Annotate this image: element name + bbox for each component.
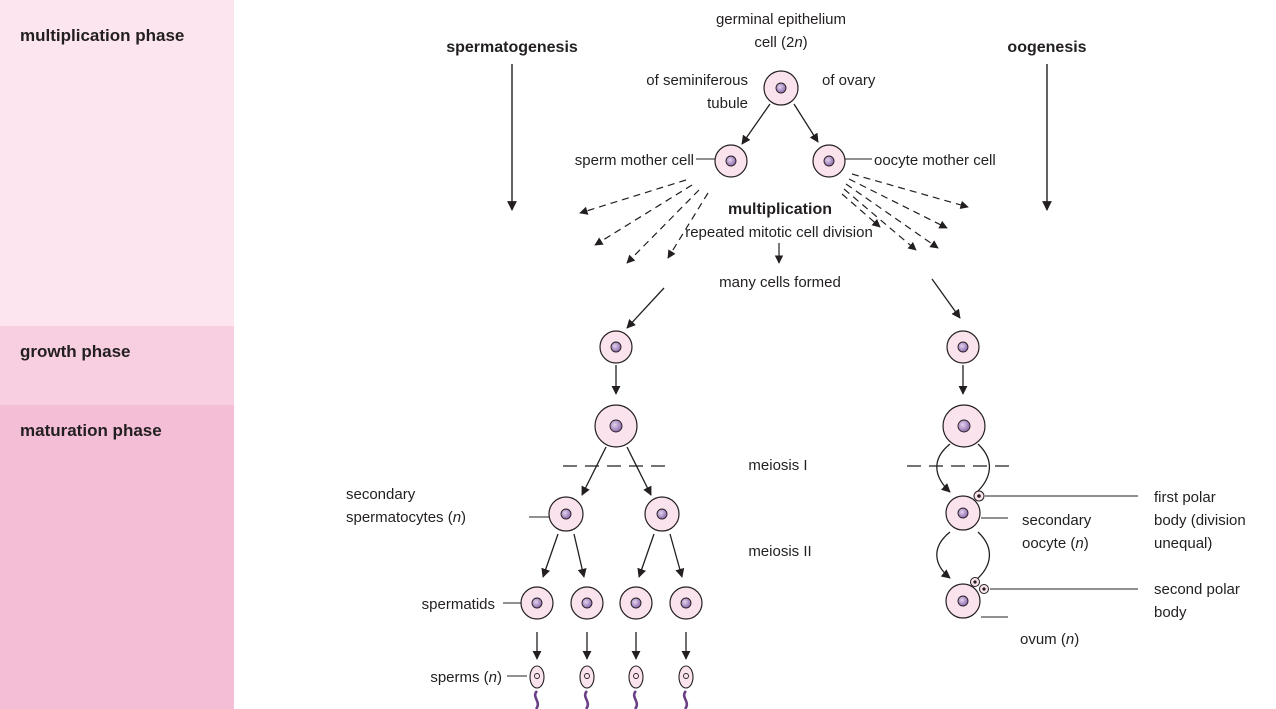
secondary-spermatocyte-right	[644, 496, 680, 532]
germinal-epithelium-label: germinal epithelium	[716, 11, 846, 28]
sperm-mother-label: sperm mother cell	[575, 152, 694, 169]
spermatid-3	[619, 586, 653, 620]
maturation-phase-band: maturation phase	[0, 405, 234, 709]
growth-phase-label: growth phase	[20, 342, 131, 361]
maturation-phase-label: maturation phase	[20, 421, 162, 440]
second-polar-label-2: body	[1154, 604, 1187, 621]
spermatogenesis-heading: spermatogenesis	[446, 39, 578, 56]
second-polar-body	[970, 577, 989, 594]
first-polar-label-3: unequal)	[1154, 535, 1212, 552]
sperm-1	[529, 665, 545, 709]
second-polar-label-1: second polar	[1154, 581, 1240, 598]
first-polar-label-2: body (division	[1154, 512, 1246, 529]
growth-phase-band: growth phase	[0, 326, 234, 405]
primary-oocyte	[942, 404, 986, 448]
arrow-to-oocyte-mother	[793, 103, 819, 143]
spermatid-1	[520, 586, 554, 620]
sperm-3	[628, 665, 644, 709]
secondary-spermatocyte-left	[548, 496, 584, 532]
oocyte-multiplication-fan	[841, 173, 969, 251]
sperm-multiplication-fan	[579, 179, 709, 264]
seminiferous-label-1: of seminiferous	[646, 72, 748, 89]
arrow-to-sperm-mother	[741, 103, 771, 145]
meiosis-1-label: meiosis I	[748, 457, 807, 474]
sperms-label: sperms (n)	[430, 669, 502, 686]
secondary-oocyte-label-2: oocyte (n)	[1022, 535, 1089, 552]
many-cells-label: many cells formed	[719, 274, 841, 291]
secondary-oocyte	[945, 495, 981, 531]
sperm-growth-cell	[599, 330, 633, 364]
sperm-mother-cell	[714, 144, 748, 178]
first-polar-label-1: first polar	[1154, 489, 1216, 506]
arrow-to-sperm-growth	[626, 287, 665, 329]
germinal-cell-label: cell (2n)	[754, 34, 807, 51]
arrow-to-oocyte-growth	[931, 278, 961, 319]
oocyte-mother-cell	[812, 144, 846, 178]
spermatid-4	[669, 586, 703, 620]
first-polar-body	[973, 490, 985, 502]
ovum	[945, 583, 981, 619]
sperm-2	[579, 665, 595, 709]
repeated-mitotic-label: repeated mitotic cell division	[685, 224, 873, 241]
oocyte-growth-cell	[946, 330, 980, 364]
secondary-oocyte-label-1: secondary	[1022, 512, 1092, 529]
sperm-4	[678, 665, 694, 709]
meiosis-2-label: meiosis II	[748, 543, 811, 560]
seminiferous-label-2: tubule	[707, 95, 748, 112]
ovum-label: ovum (n)	[1020, 631, 1079, 648]
spermatid-2	[570, 586, 604, 620]
secondary-spermatocytes-label-2: spermatocytes (n)	[346, 509, 466, 526]
secondary-spermatocytes-label-1: secondary	[346, 486, 416, 503]
germinal-cell	[763, 70, 799, 106]
multiplication-phase-label: multiplication phase	[20, 26, 185, 45]
spermatids-label: spermatids	[422, 596, 495, 613]
multiplication-title: multiplication	[728, 201, 832, 218]
oocyte-mother-label: oocyte mother cell	[874, 152, 996, 169]
multiplication-phase-band: multiplication phase	[0, 0, 234, 326]
primary-spermatocyte	[594, 404, 638, 448]
oogenesis-heading: oogenesis	[1007, 39, 1086, 56]
ovary-label: of ovary	[822, 72, 876, 89]
